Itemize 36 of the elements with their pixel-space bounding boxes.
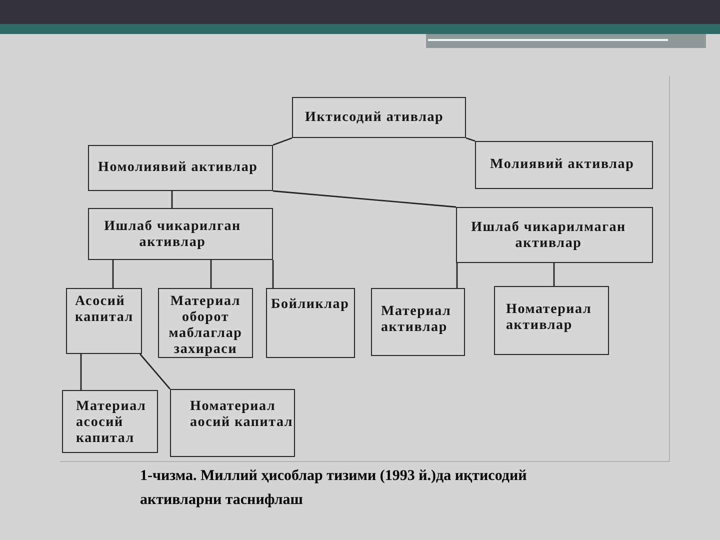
- connector-line: [272, 260, 274, 288]
- category-label: Материал асосий капитал: [76, 399, 148, 447]
- category-box: [170, 389, 295, 457]
- connector-line: [553, 263, 555, 286]
- category-box: [62, 390, 158, 453]
- category-label: Материал активлар: [381, 304, 452, 336]
- category-box: [88, 208, 273, 260]
- connector-line: [139, 354, 171, 390]
- connector-line: [171, 191, 173, 208]
- connector-line: [272, 190, 456, 208]
- category-label: Материал оборот маблаглар захираси: [168, 294, 244, 358]
- category-box: [66, 288, 142, 354]
- connector-line: [210, 260, 212, 288]
- category-box: [371, 288, 465, 356]
- category-label: Молиявий активлар: [490, 157, 636, 173]
- category-box: [494, 286, 609, 355]
- category-label: Ишлаб чикарилган активлар: [103, 219, 242, 251]
- category-label: Ишлаб чикарилмаган активлар: [470, 220, 627, 252]
- category-box: [266, 288, 355, 358]
- connector-line: [112, 260, 114, 288]
- connector-line: [466, 137, 476, 142]
- category-label: Номатериал аосий капитал: [190, 399, 294, 431]
- category-label: Номолиявий активлар: [98, 160, 259, 176]
- category-box: [158, 288, 253, 358]
- category-label: Бойликлар: [271, 297, 350, 313]
- category-label: Асосий капитал: [75, 294, 134, 326]
- figure-caption: 1-чизма. Миллий ҳисоблар тизими (1993 й.)да иқтисодий активларни таснифлаш: [140, 467, 528, 510]
- connector-line: [80, 354, 82, 390]
- category-label: Номатериал активлар: [506, 302, 593, 334]
- category-box: [88, 145, 273, 191]
- category-label: Иктисодий ативлар: [305, 110, 445, 126]
- category-box: [456, 207, 653, 263]
- connector-line: [456, 263, 458, 288]
- category-box: [292, 97, 466, 138]
- category-box: [475, 141, 653, 189]
- connector-line: [272, 137, 292, 146]
